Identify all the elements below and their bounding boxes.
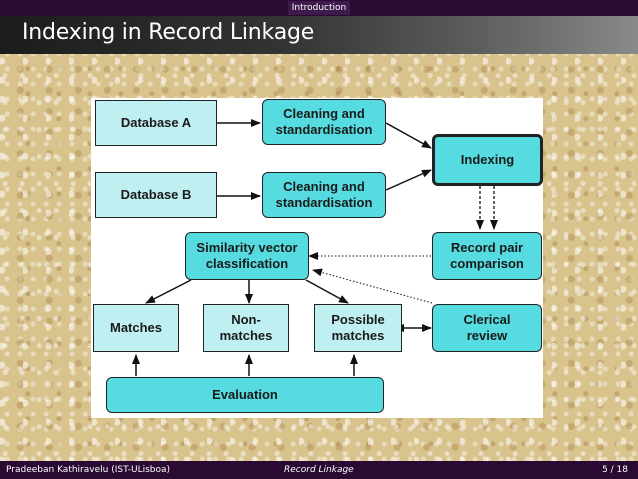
clerical-review-box: Clerical review (432, 304, 542, 352)
evaluation-box: Evaluation (106, 377, 384, 413)
cleaning-box-b: Cleaning and standardisation (262, 172, 386, 218)
nav-section-introduction[interactable]: Introduction (287, 1, 351, 15)
cleaning-box-a: Cleaning and standardisation (262, 99, 386, 145)
matches-box: Matches (93, 304, 179, 352)
arrow-cleaning-a-to-indexing (385, 122, 432, 149)
arrow-similarity-to-matches (145, 279, 192, 304)
record-pair-box: Record pair comparison (432, 232, 542, 280)
footer-talk-title: Record Linkage (284, 465, 354, 475)
similarity-box: Similarity vector classification (185, 232, 309, 280)
arrow-clerical-to-similarity (312, 268, 433, 304)
database-b-box: Database B (95, 172, 217, 218)
indexing-box: Indexing (432, 134, 543, 186)
footer-author: Pradeeban Kathiravelu (IST-ULisboa) (6, 465, 171, 475)
top-navigation-bar: Introduction (0, 0, 638, 16)
title-bar: Indexing in Record Linkage (0, 16, 638, 54)
arrow-cleaning-b-to-indexing (385, 169, 432, 191)
slide-title: Indexing in Record Linkage (22, 20, 315, 45)
footer-bar: Pradeeban Kathiravelu (IST-ULisboa) Reco… (0, 461, 638, 479)
record-linkage-diagram: Database A Database B Cleaning and stand… (91, 98, 543, 418)
database-a-box: Database A (95, 100, 217, 146)
non-matches-box: Non- matches (203, 304, 289, 352)
footer-page-number: 5 / 18 (602, 465, 628, 475)
possible-matches-box: Possible matches (314, 304, 402, 352)
connector-arrows (132, 119, 498, 376)
arrow-similarity-to-possible (305, 279, 349, 304)
